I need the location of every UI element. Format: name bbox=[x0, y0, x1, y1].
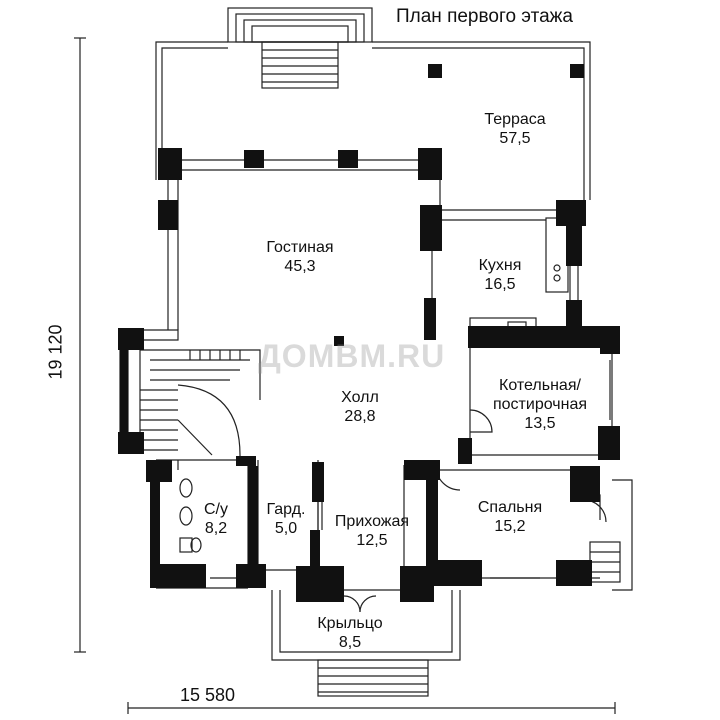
room-name: Кухня bbox=[478, 257, 522, 274]
room-area: 28,8 bbox=[344, 408, 376, 425]
room-area: 16,5 bbox=[484, 276, 516, 293]
room-area: 5,0 bbox=[274, 520, 298, 537]
room-bedroom: Спальня 15,2 bbox=[478, 498, 542, 536]
room-name: Холл bbox=[341, 389, 379, 406]
room-name: Крыльцо bbox=[317, 615, 383, 632]
room-name: Гард. bbox=[266, 501, 306, 518]
room-name: Гостиная bbox=[266, 239, 334, 256]
room-area: 12,5 bbox=[356, 532, 388, 549]
room-area: 8,2 bbox=[204, 520, 228, 537]
room-area: 57,5 bbox=[499, 130, 531, 147]
plan-title: План первого этажа bbox=[396, 6, 573, 27]
height-dimension-label: 19 120 bbox=[45, 324, 66, 380]
room-name: Спальня bbox=[477, 499, 543, 516]
room-bathroom: С/у 8,2 bbox=[204, 500, 228, 538]
room-name: С/у bbox=[204, 501, 228, 518]
room-kitchen: Кухня 16,5 bbox=[479, 256, 522, 294]
structural-columns bbox=[118, 64, 620, 602]
room-name: Терраса bbox=[484, 111, 546, 128]
room-boiler: Котельная/ постирочная 13,5 bbox=[493, 376, 587, 433]
porch-steps bbox=[317, 659, 429, 697]
width-dimension-label: 15 580 bbox=[180, 685, 236, 705]
room-name-line2: постирочная bbox=[492, 396, 588, 413]
room-area: 8,5 bbox=[338, 634, 362, 651]
room-wardrobe: Гард. 5,0 bbox=[267, 500, 306, 538]
terrace-stairs bbox=[227, 7, 373, 89]
room-terrace: Терраса 57,5 bbox=[484, 110, 545, 148]
room-name: Прихожая bbox=[334, 513, 410, 530]
room-area: 13,5 bbox=[524, 415, 556, 432]
room-hall: Холл 28,8 bbox=[341, 388, 379, 426]
room-area: 45,3 bbox=[284, 258, 316, 275]
room-area: 15,2 bbox=[494, 518, 526, 535]
room-name: Котельная/ bbox=[499, 377, 581, 394]
room-porch: Крыльцо 8,5 bbox=[317, 614, 382, 652]
watermark: ДОМВМ.RU bbox=[258, 338, 446, 374]
room-entry: Прихожая 12,5 bbox=[335, 512, 409, 550]
room-living: Гостиная 45,3 bbox=[266, 238, 333, 276]
terrace-outline bbox=[155, 41, 591, 200]
interior-stairs bbox=[139, 349, 261, 460]
